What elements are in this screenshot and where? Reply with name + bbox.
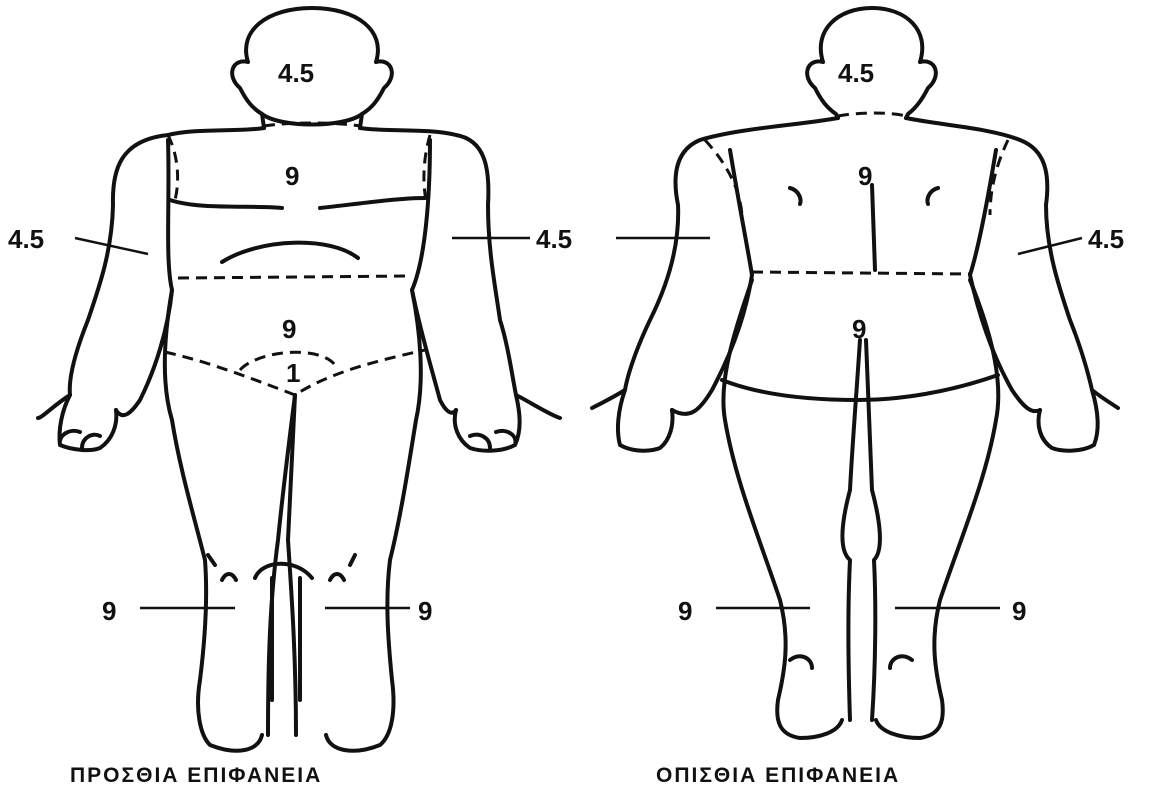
front-arm-right-label: 4.5 [8, 224, 44, 254]
front-head-label: 4.5 [278, 58, 314, 88]
back-body-outline [592, 118, 1118, 408]
front-arm-left-label: 4.5 [536, 224, 572, 254]
front-waist-line [178, 276, 412, 278]
front-abdomen-label: 9 [282, 314, 296, 344]
front-leg-left-label: 9 [418, 596, 432, 626]
back-waist-line [752, 272, 970, 274]
back-arm-right-label: 4.5 [1088, 224, 1124, 254]
back-figure [592, 8, 1118, 738]
front-chest-label: 9 [285, 161, 299, 191]
front-leg-right-label: 9 [102, 596, 116, 626]
back-leg-right-label: 9 [1012, 596, 1026, 626]
back-lower-back-label: 9 [852, 314, 866, 344]
front-caption: ΠΡΟΣΘΙΑ ΕΠΙΦΑΝΕΙΑ [70, 764, 322, 787]
back-caption: ΟΠΙΣΘΙΑ ΕΠΙΦΑΝΕΙΑ [656, 764, 900, 787]
back-neck-line [838, 113, 906, 116]
back-head-label: 4.5 [838, 58, 874, 88]
back-leg-left-label: 9 [678, 596, 692, 626]
back-upper-back-label: 9 [858, 161, 872, 191]
front-genital-label: 1 [286, 358, 300, 388]
